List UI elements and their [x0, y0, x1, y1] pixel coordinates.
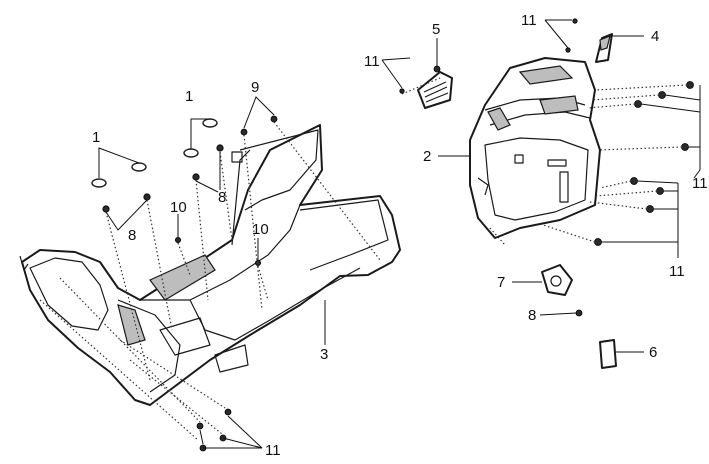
callout-labels: 1 1 2 3 4 5 6 7 8 8 8 9 10 10 11 11 11 1…	[92, 12, 708, 459]
callout-7: 7	[497, 274, 505, 291]
fasteners	[91, 18, 694, 452]
callout-9: 9	[251, 79, 259, 96]
callout-11-bottom: 11	[265, 442, 281, 459]
callout-8-center: 8	[218, 189, 226, 206]
callout-8-left: 8	[128, 227, 136, 244]
label-part-6	[599, 339, 617, 369]
clip-part-4	[595, 33, 613, 63]
callout-1-center: 1	[185, 88, 193, 105]
installation-lines	[39, 77, 688, 441]
front-inner-cover-part-2	[469, 57, 601, 239]
callout-4: 4	[651, 28, 659, 45]
callout-11-top-left: 11	[364, 53, 380, 70]
callout-10-center: 10	[252, 221, 269, 238]
callout-8-right: 8	[528, 307, 536, 324]
callout-11-right-upper: 11	[692, 175, 708, 192]
callout-11-top: 11	[521, 12, 537, 29]
callout-11-right-lower: 11	[669, 263, 685, 280]
leader-lines	[98, 19, 701, 449]
callout-3: 3	[320, 346, 328, 363]
callout-2: 2	[423, 148, 431, 165]
callout-5: 5	[432, 21, 440, 38]
vent-grille-part-5	[417, 65, 453, 109]
floor-panel-part-3	[19, 124, 401, 406]
callout-6: 6	[649, 344, 657, 361]
callout-1-left: 1	[92, 129, 100, 146]
callout-10-left: 10	[170, 199, 187, 216]
bracket-part-7	[541, 264, 573, 296]
